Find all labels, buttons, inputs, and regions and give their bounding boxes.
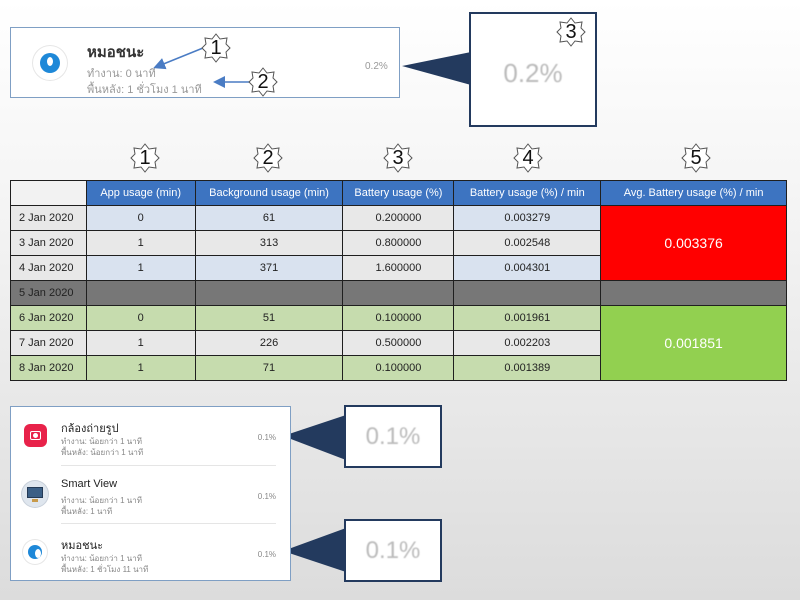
table-row: 6 Jan 2020 0 51 0.100000 0.001961 0.0018… (10, 305, 787, 381)
top-app-active-time: ทำงาน: 0 นาที (87, 68, 156, 80)
top-app-percent: 0.2% (365, 61, 388, 72)
cell-background-usage: 71 (194, 355, 344, 381)
battery-app-list: กล้องถ่ายรูป ทำงาน: น้อยกว่า 1 นาที พื้น… (10, 406, 291, 581)
list-item-name: Smart View (61, 478, 118, 490)
list-item-percent: 0.1% (257, 433, 276, 442)
list-item-background: พื้นหลัง: น้อยกว่า 1 นาที (61, 448, 144, 457)
cell-background-usage: 313 (194, 230, 344, 256)
cell-battery-usage: 0.100000 (342, 305, 455, 331)
cell-battery-usage: 0.100000 (342, 355, 455, 381)
cell-background-usage: 226 (194, 330, 344, 356)
list-divider (61, 523, 276, 524)
table-row: 5 Jan 2020 (10, 280, 787, 306)
list-item-background: พื้นหลัง: 1 นาที (61, 507, 113, 516)
list-item[interactable]: กล้องถ่ายรูป ทำงาน: น้อยกว่า 1 นาที พื้น… (11, 407, 290, 464)
cell-battery-usage (342, 280, 455, 306)
battery-usage-table: App usage (min) Background usage (min) B… (10, 180, 787, 381)
zoom-percent-top: 0.2% (503, 58, 563, 88)
column-callout-1: 1 (130, 143, 160, 173)
camera-icon (24, 424, 47, 447)
cell-avg-empty (600, 280, 787, 306)
cell-battery-usage: 1.600000 (342, 255, 455, 281)
cell-background-usage: 51 (194, 305, 344, 331)
list-item-active: ทำงาน: น้อยกว่า 1 นาที (61, 554, 142, 563)
table-row: 3 Jan 2020 1 313 0.800000 0.002548 (10, 230, 787, 256)
cell-background-usage (194, 280, 344, 306)
cell-app-usage (85, 280, 196, 306)
zoom-percent-camera: 0.1% (365, 423, 421, 450)
cell-date: 6 Jan 2020 (10, 305, 87, 331)
cell-app-usage: 0 (85, 305, 196, 331)
cell-battery-usage: 0.500000 (342, 330, 455, 356)
cell-battery-per-min: 0.002203 (453, 330, 602, 356)
cell-battery-per-min: 0.003279 (453, 205, 602, 231)
cell-battery-usage: 0.800000 (342, 230, 455, 256)
cell-battery-per-min: 0.001961 (453, 305, 602, 331)
table-row: 4 Jan 2020 1 371 1.600000 0.004301 (10, 255, 787, 281)
cell-battery-usage: 0.200000 (342, 205, 455, 231)
zoom-box-camera: 0.1% (344, 405, 442, 468)
cell-date: 8 Jan 2020 (10, 355, 87, 381)
morchana-icon (33, 46, 67, 80)
list-item-active: ทำงาน: น้อยกว่า 1 นาที (61, 437, 142, 446)
column-callout-4: 4 (513, 143, 543, 173)
header-avg-battery-per-min: Avg. Battery usage (%) / min (600, 180, 787, 206)
list-item-name: หมอชนะ (61, 540, 104, 552)
callout-badge-3-top: 3 (556, 17, 586, 47)
list-item-background: พื้นหลัง: 1 ชั่วโมง 11 นาที (61, 565, 149, 574)
cell-app-usage: 1 (85, 255, 196, 281)
table-row: 8 Jan 2020 1 71 0.100000 0.001389 (10, 355, 787, 381)
cell-app-usage: 0 (85, 205, 196, 231)
column-callout-5: 5 (681, 143, 711, 173)
cell-avg-before: 0.003376 (600, 205, 787, 281)
cell-app-usage: 1 (85, 330, 196, 356)
table-row: 2 Jan 2020 0 61 0.200000 0.003279 0.0033… (10, 205, 787, 281)
header-background-usage: Background usage (min) (194, 180, 344, 206)
cell-app-usage: 1 (85, 355, 196, 381)
list-item-percent: 0.1% (257, 492, 276, 501)
header-app-usage: App usage (min) (85, 180, 196, 206)
smart-view-icon (22, 481, 48, 507)
list-item[interactable]: หมอชนะ ทำงาน: น้อยกว่า 1 นาที พื้นหลัง: … (11, 524, 290, 581)
callout-badge-1-top: 1 (201, 33, 231, 63)
cell-date: 4 Jan 2020 (10, 255, 87, 281)
cell-battery-per-min: 0.001389 (453, 355, 602, 381)
zoom-box-morchana: 0.1% (344, 519, 442, 582)
table-header-row: App usage (min) Background usage (min) B… (10, 180, 787, 206)
cell-date: 3 Jan 2020 (10, 230, 87, 256)
list-item-percent: 0.1% (257, 550, 276, 559)
top-app-name: หมอชนะ (87, 44, 145, 61)
column-callout-3: 3 (383, 143, 413, 173)
cell-battery-per-min: 0.004301 (453, 255, 602, 281)
list-item[interactable]: Smart View ทำงาน: น้อยกว่า 1 นาที พื้นหล… (11, 466, 290, 523)
cell-date: 2 Jan 2020 (10, 205, 87, 231)
morchana-icon (23, 540, 47, 564)
list-item-active: ทำงาน: น้อยกว่า 1 นาที (61, 496, 142, 505)
header-battery-usage: Battery usage (%) (342, 180, 455, 206)
list-item-name: กล้องถ่ายรูป (61, 423, 119, 435)
cell-battery-per-min (453, 280, 602, 306)
zoom-percent-morchana: 0.1% (365, 537, 421, 564)
header-date (10, 180, 87, 206)
column-callout-2: 2 (253, 143, 283, 173)
list-divider (61, 465, 276, 466)
cell-app-usage: 1 (85, 230, 196, 256)
callout-badge-2-top: 2 (248, 67, 278, 97)
header-battery-per-min: Battery usage (%) / min (453, 180, 602, 206)
cell-background-usage: 371 (194, 255, 344, 281)
cell-date: 5 Jan 2020 (10, 280, 87, 306)
cell-date: 7 Jan 2020 (10, 330, 87, 356)
top-app-background-time: พื้นหลัง: 1 ชั่วโมง 1 นาที (87, 84, 202, 96)
cell-battery-per-min: 0.002548 (453, 230, 602, 256)
cell-avg-after: 0.001851 (600, 305, 787, 381)
cell-background-usage: 61 (194, 205, 344, 231)
